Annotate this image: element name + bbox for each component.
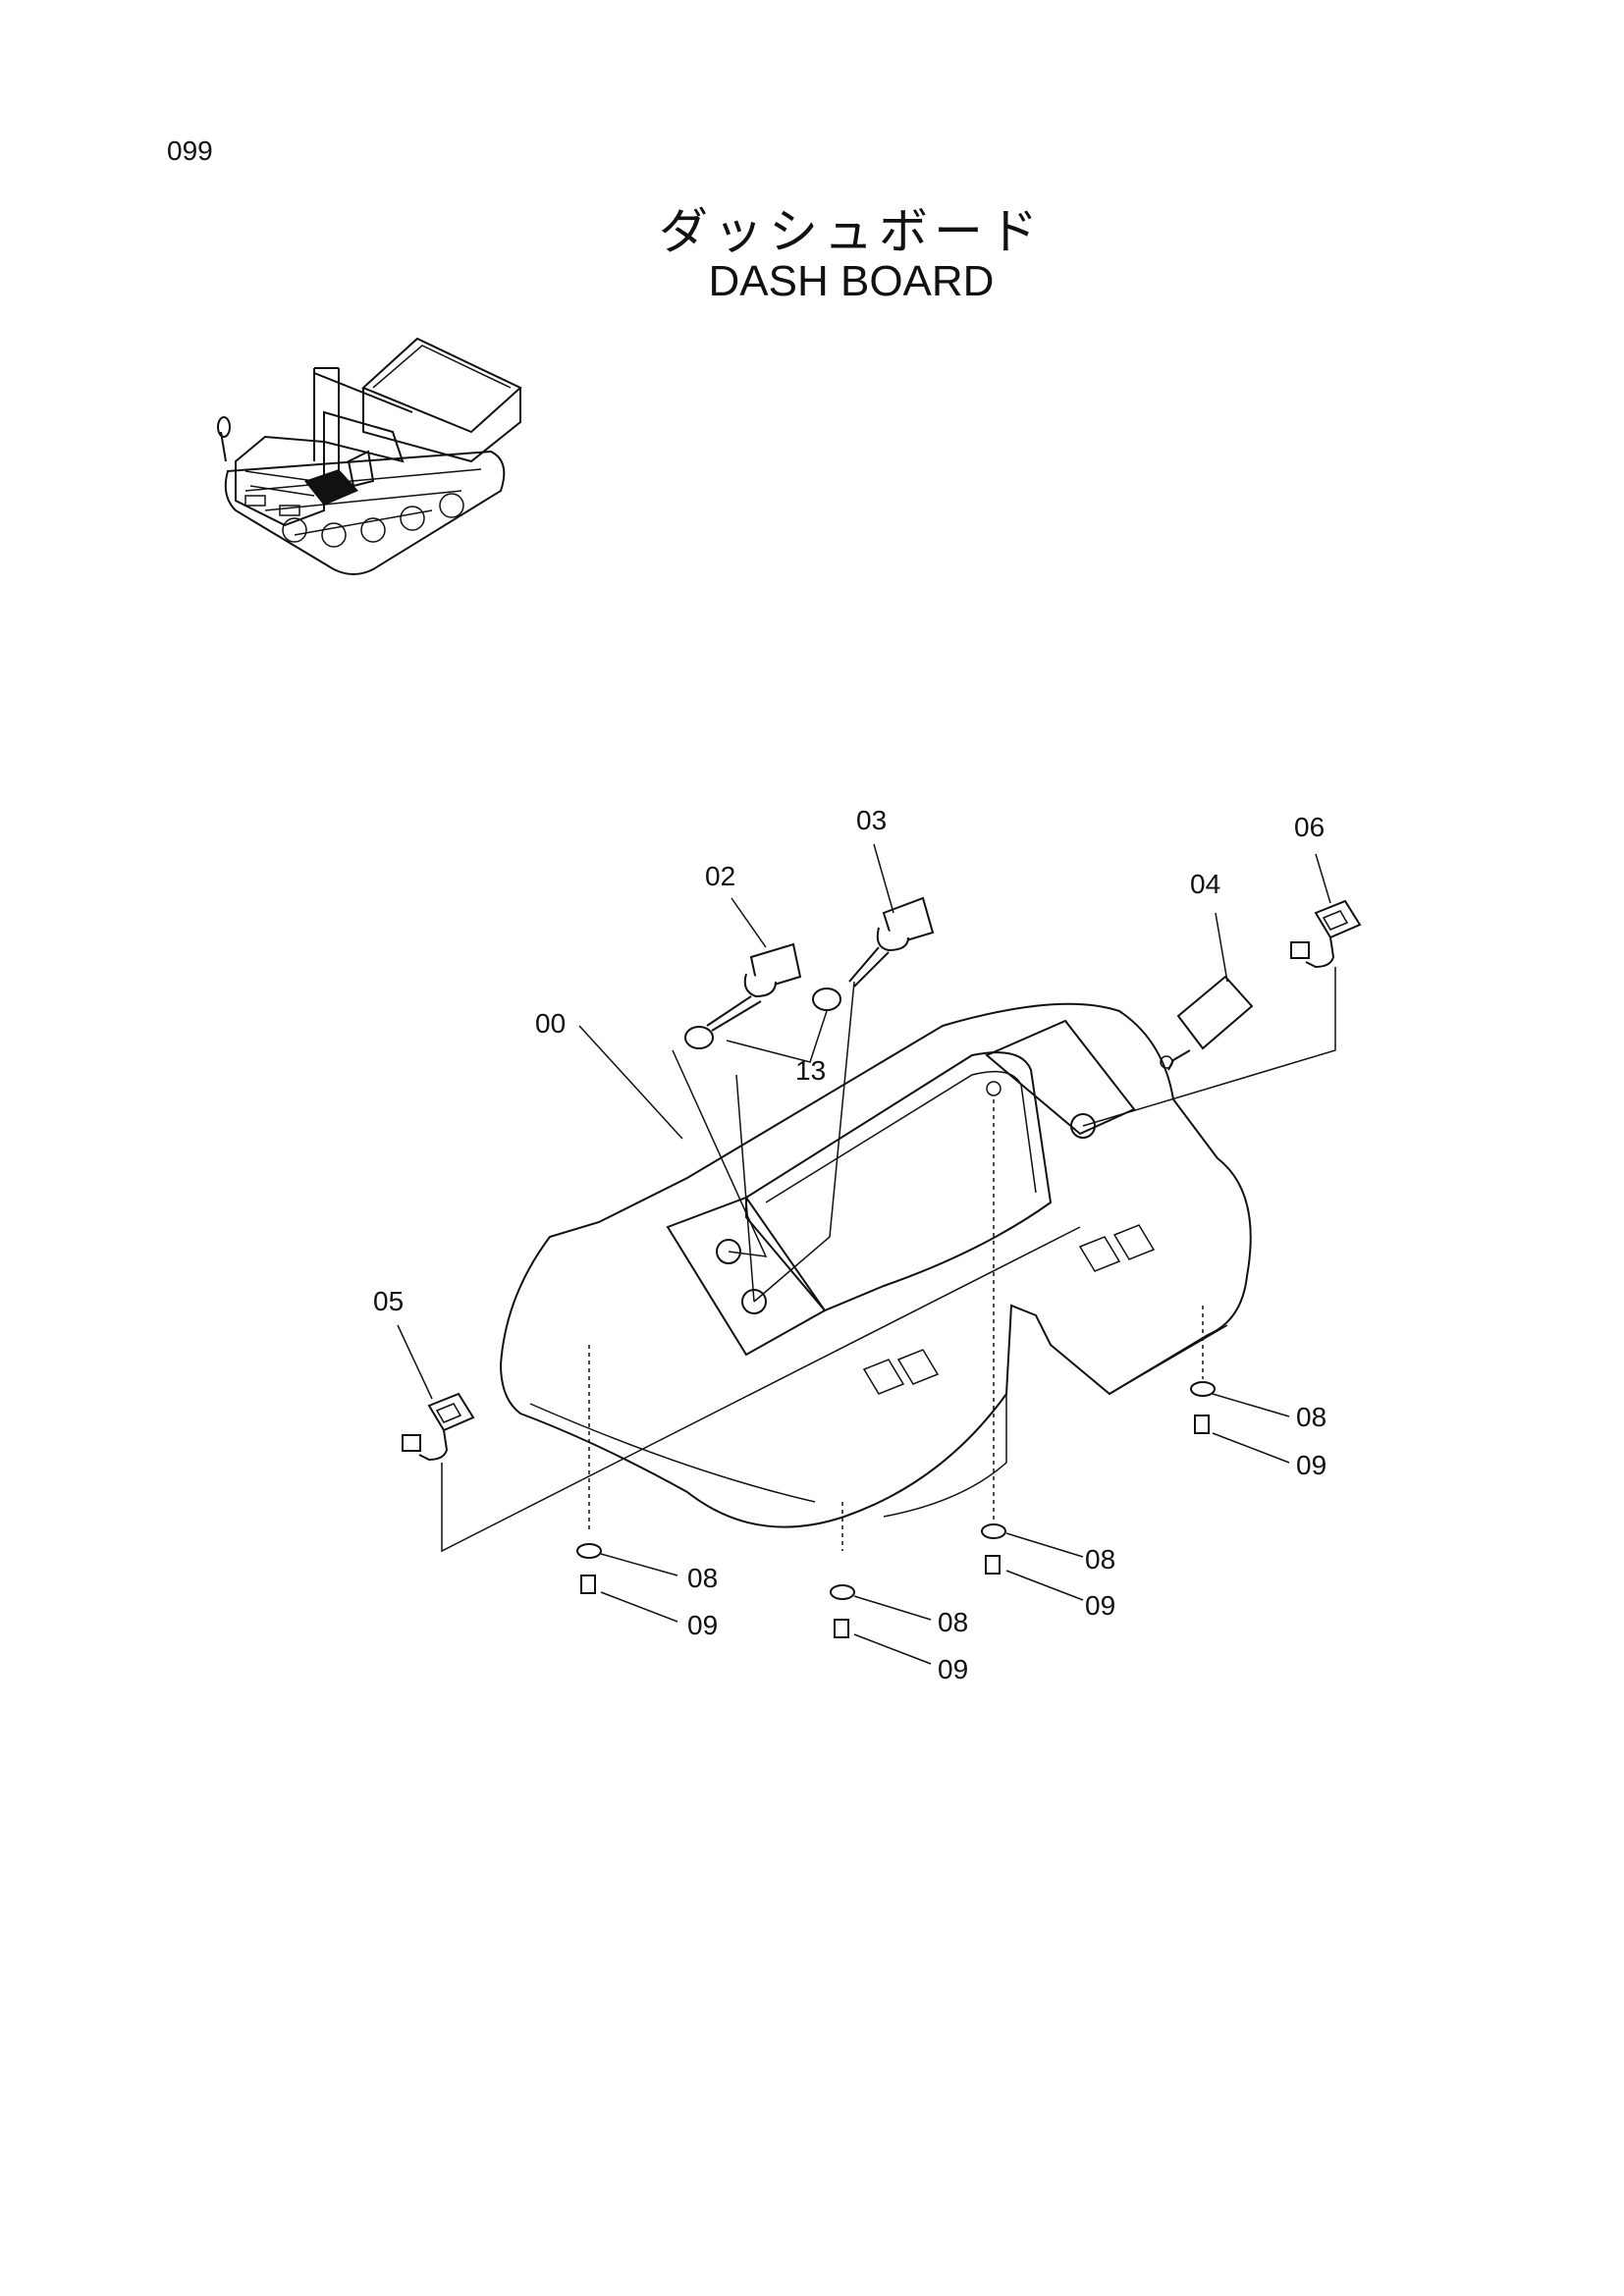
part-13-oring-left [684, 1026, 714, 1049]
callout-08: 08 [687, 1563, 718, 1593]
callout-05: 05 [373, 1286, 404, 1316]
page-number: 099 [167, 135, 213, 166]
callout-08: 08 [1085, 1544, 1115, 1575]
callout-09: 09 [687, 1610, 718, 1640]
callout-00: 00 [535, 1008, 566, 1039]
callout-02: 02 [705, 861, 735, 891]
title-japanese: ダッシュボード [659, 203, 1044, 260]
leader-lines [397, 843, 1336, 1665]
callout-09: 09 [938, 1654, 968, 1684]
part-05-switch [402, 1392, 475, 1462]
title-english: DASH BOARD [708, 257, 995, 305]
callout-04: 04 [1190, 869, 1220, 899]
callout-08: 08 [938, 1607, 968, 1637]
callout-09: 09 [1296, 1450, 1326, 1480]
part-13-oring-right [812, 988, 841, 1011]
dashboard-body [499, 1002, 1252, 1528]
callout-06: 06 [1294, 812, 1325, 842]
callout-08: 08 [1296, 1402, 1326, 1432]
vehicle-thumbnail [217, 337, 522, 575]
part-04-switch [1160, 975, 1254, 1071]
callout-09: 09 [1085, 1590, 1115, 1621]
part-03-knob [848, 896, 935, 988]
callout-03: 03 [856, 805, 887, 835]
part-06-switch [1290, 899, 1362, 969]
washers-and-screws [576, 1381, 1216, 1638]
callout-13: 13 [795, 1055, 826, 1086]
part-02-knob [706, 942, 802, 1032]
